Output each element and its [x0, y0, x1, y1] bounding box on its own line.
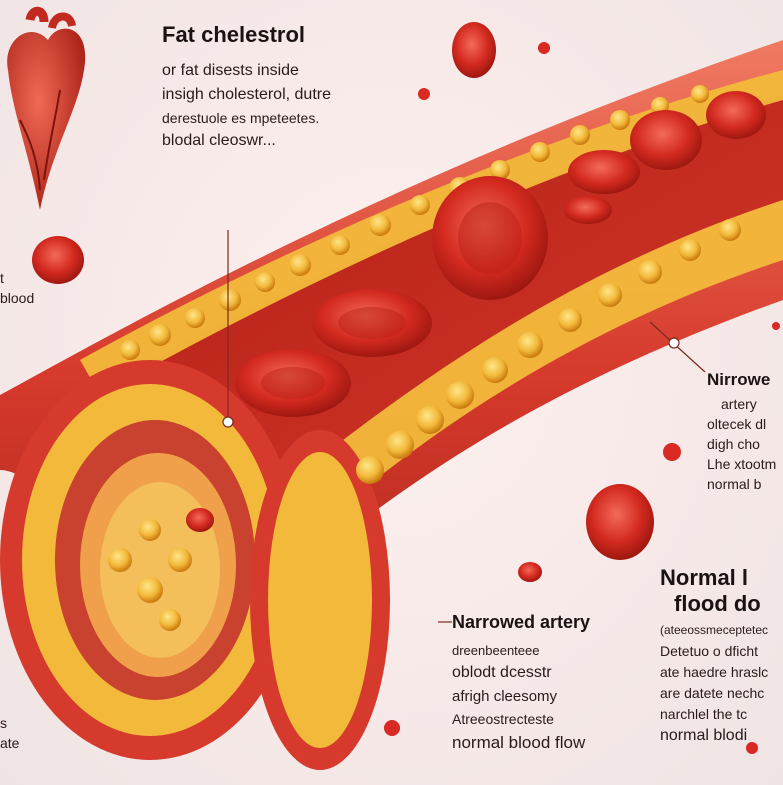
label-right-mid-line-3: digh cho [707, 436, 760, 452]
label-right-bottom-line-1: (ateeossmeceptetec [660, 623, 769, 637]
label-right-bottom-line-4: are datete nechc [660, 685, 765, 701]
heart-icon [7, 6, 86, 211]
label-top-line-2: insigh cholesterol, dutre [162, 86, 331, 103]
label-top: Fat chelestrol or fat disests inside ins… [162, 22, 412, 150]
label-right-mid: Nirrowe artery oltecek dl digh cho Lhe x… [707, 370, 783, 492]
label-center-bottom-line-1: dreenbeenteee [452, 643, 540, 658]
artery-cross-section [0, 360, 390, 770]
label-center-bottom-line-2: oblodt dcesstr [452, 664, 552, 681]
label-left-bottom-line-2: ate [0, 735, 20, 751]
label-center-bottom-line-3: afrigh cleesomy [452, 688, 558, 705]
label-right-bottom-line-2: Detetuo o dficht [660, 643, 759, 659]
red-blood-cells [32, 22, 780, 754]
label-top-line-3: derestuole es mpeteetes. [162, 110, 320, 126]
callout-lines [222, 230, 706, 623]
label-right-mid-line-4: Lhe xtootm [707, 456, 777, 472]
label-top-line-1: or fat disests inside [162, 62, 299, 79]
plaque-deposits [108, 85, 741, 631]
label-left-edge-line-1: t [0, 270, 4, 286]
label-center-bottom-line-4: Atreeostrecteste [452, 711, 554, 727]
label-right-bottom: Normal l flood do (ateeossmeceptetec Det… [660, 565, 783, 745]
label-right-mid-line-1: artery [721, 396, 757, 412]
label-right-bottom-line-5: narchlel the tc [660, 706, 748, 722]
label-left-edge: t blood [0, 270, 34, 306]
label-top-line-4: blodal cleoswr... [162, 132, 276, 149]
label-center-bottom-title: Narrowed artery [452, 612, 591, 632]
label-center-bottom: Narrowed artery dreenbeenteee oblodt dce… [452, 612, 642, 753]
label-top-title: Fat chelestrol [162, 22, 306, 47]
label-right-mid-line-5: normal b [707, 476, 762, 492]
label-right-bottom-title-1: Normal l [660, 565, 749, 590]
label-right-bottom-line-6: normal blodi [660, 727, 748, 744]
label-left-edge-line-2: blood [0, 290, 35, 306]
label-right-bottom-title-2: flood do [674, 591, 761, 616]
label-left-bottom: s ate [0, 715, 19, 751]
label-right-mid-title: Nirrowe [707, 370, 771, 389]
label-right-mid-line-2: oltecek dl [707, 416, 767, 432]
label-center-bottom-line-5: normal blood flow [452, 733, 586, 752]
label-left-bottom-line-1: s [0, 715, 7, 731]
label-right-bottom-line-3: ate haedre hraslc [660, 664, 769, 680]
